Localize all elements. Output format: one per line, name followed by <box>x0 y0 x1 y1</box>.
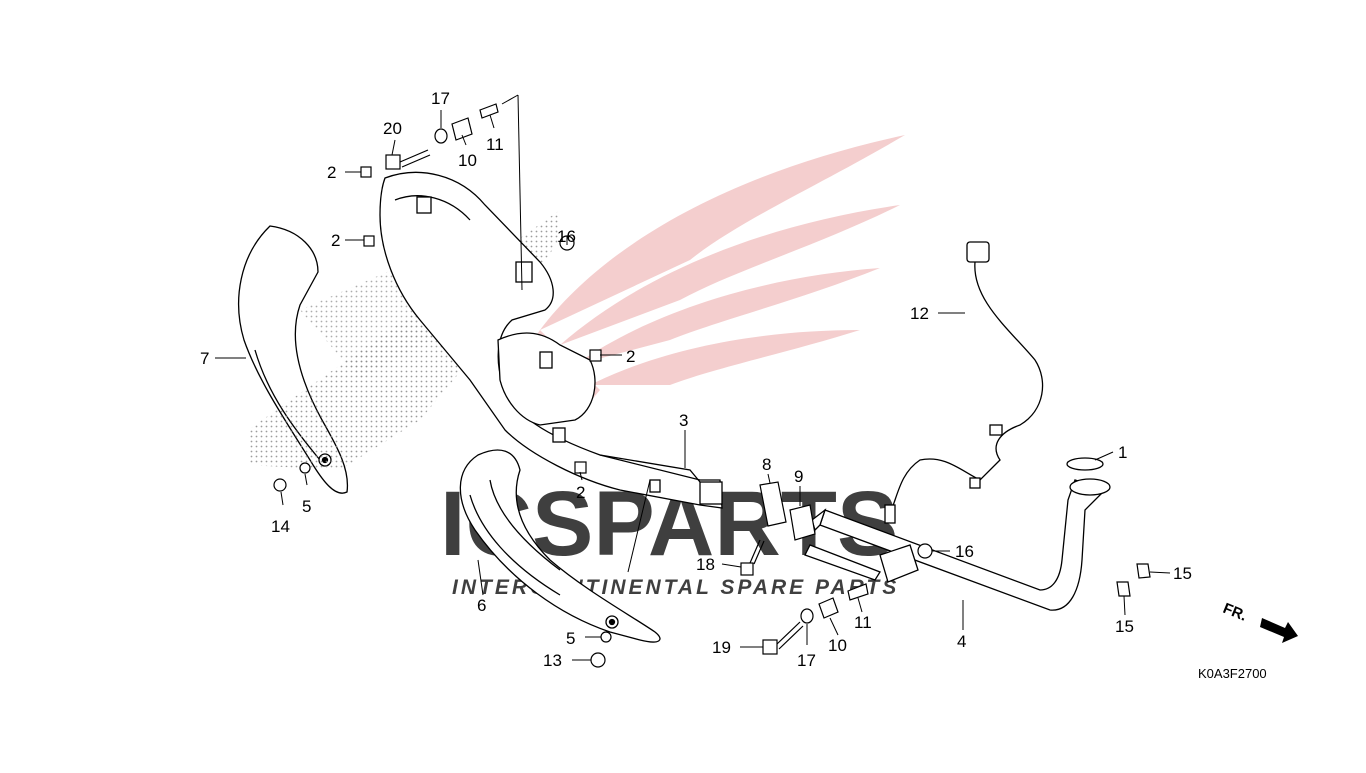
nut-15b <box>1116 581 1131 597</box>
callout-5: 5 <box>302 497 311 516</box>
part-4-exhaust-pipe <box>804 457 1111 611</box>
collar-10b <box>818 597 839 619</box>
leader-lines <box>215 94 1171 661</box>
callout-17: 17 <box>797 651 816 670</box>
washer-5b <box>600 631 612 643</box>
callout-11: 11 <box>486 135 504 154</box>
callouts: 20 17 10 11 2 2 16 7 2 3 2 5 14 6 5 13 1… <box>200 89 1192 670</box>
callout-13: 13 <box>543 651 562 670</box>
part-6-lower-cover <box>459 449 661 643</box>
part-12-o2-sensor <box>884 241 1044 524</box>
bolt-19 <box>762 621 804 655</box>
bolt-20 <box>385 149 431 170</box>
diagram-code: K0A3F2700 <box>1198 666 1267 681</box>
callout-16: 16 <box>557 227 576 246</box>
fr-label: FR. <box>1221 600 1250 625</box>
washer-17b <box>800 608 814 624</box>
front-direction-marker: FR. <box>1221 600 1298 643</box>
callout-16: 16 <box>955 542 974 561</box>
callout-10: 10 <box>458 151 477 170</box>
nut-15a <box>1136 563 1151 579</box>
callout-18: 18 <box>696 555 715 574</box>
callout-7: 7 <box>200 349 209 368</box>
nut-2d <box>574 461 587 474</box>
fr-arrow-icon <box>1260 618 1298 643</box>
gasket-9 <box>789 504 816 541</box>
nut-16b <box>917 543 933 559</box>
collar-11a <box>479 103 499 119</box>
washer-17a <box>434 128 448 144</box>
callout-8: 8 <box>762 455 771 474</box>
nut-2a <box>360 166 372 178</box>
fasteners <box>273 103 1151 668</box>
callout-10: 10 <box>828 636 847 655</box>
callout-2: 2 <box>626 347 635 366</box>
part-3-muffler <box>379 171 723 509</box>
callout-19: 19 <box>712 638 731 657</box>
callout-14: 14 <box>271 517 290 536</box>
washer-5a <box>299 462 311 474</box>
collar-11b <box>847 583 869 601</box>
callout-4: 4 <box>957 632 966 651</box>
callout-6: 6 <box>477 596 486 615</box>
callout-1: 1 <box>1118 443 1127 462</box>
callout-15: 15 <box>1115 617 1134 636</box>
screw-14 <box>273 478 287 492</box>
screw-13 <box>590 652 606 668</box>
bolt-18 <box>740 539 765 576</box>
nut-2b <box>363 235 375 247</box>
collar-10a <box>451 117 473 141</box>
callout-20: 20 <box>383 119 402 138</box>
callout-15: 15 <box>1173 564 1192 583</box>
callout-9: 9 <box>794 467 803 486</box>
callout-5: 5 <box>566 629 575 648</box>
callout-2: 2 <box>331 231 340 250</box>
callout-3: 3 <box>679 411 688 430</box>
gasket-8 <box>759 481 787 527</box>
callout-12: 12 <box>910 304 929 323</box>
nut-2c <box>589 349 602 362</box>
callout-2: 2 <box>327 163 336 182</box>
callout-2: 2 <box>576 483 585 502</box>
callout-11: 11 <box>854 613 872 632</box>
callout-17: 17 <box>431 89 450 108</box>
